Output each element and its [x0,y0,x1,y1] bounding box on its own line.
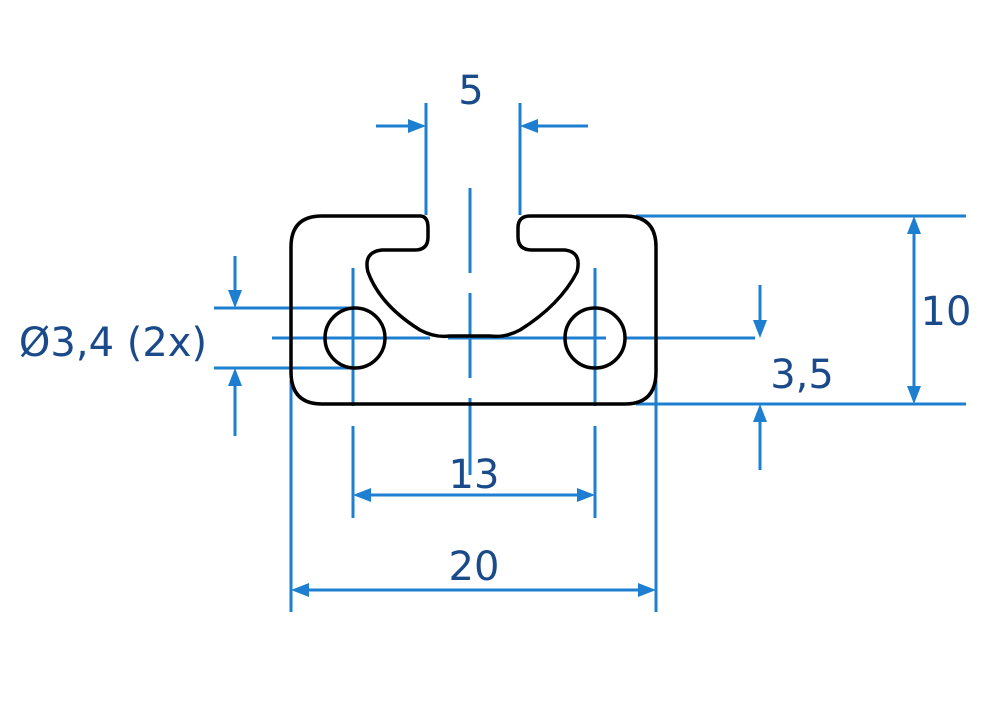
dim-label-width: 20 [449,544,500,590]
dim-label-height: 10 [921,289,972,335]
profile-outer-contour [289,214,658,406]
dim-label-hole-spacing: 13 [449,452,500,498]
right-mounting-hole [563,306,627,370]
left-mounting-hole [323,306,387,370]
profile-outline [289,214,658,406]
dim-label-hole-diameter: Ø3,4 (2x) [19,320,207,366]
dimension-lines [214,103,966,612]
dim-label-slot-width: 5 [458,68,483,114]
dim-label-hole-offset: 3,5 [770,352,834,398]
arrowheads [228,119,921,597]
